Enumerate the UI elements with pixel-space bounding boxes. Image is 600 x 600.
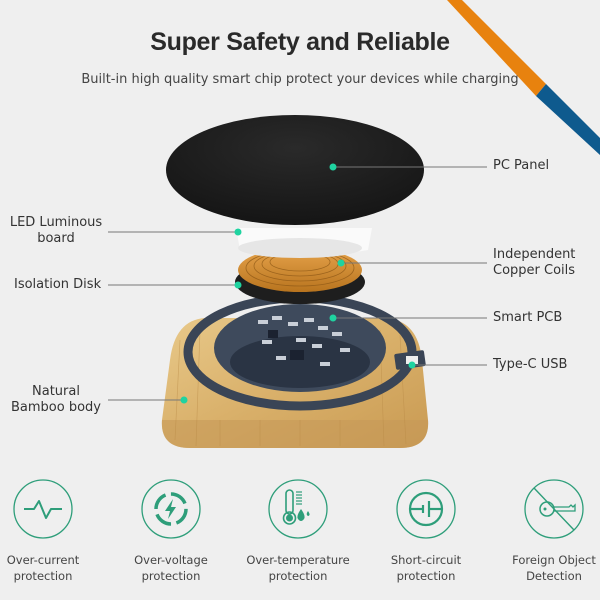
feature-line1: Over-temperature	[246, 553, 350, 567]
feature-line2: protection	[13, 569, 73, 583]
feature-line1: Foreign Object	[512, 553, 596, 567]
smart-pcb	[183, 293, 426, 411]
feature-line2: protection	[141, 569, 201, 583]
feature-line1: Over-voltage	[134, 553, 208, 567]
label-pc-panel: PC Panel	[493, 158, 550, 173]
thermometer-icon	[268, 479, 328, 539]
pc-panel-callout-dot	[329, 163, 337, 171]
isolation-disk-callout-dot	[234, 281, 242, 289]
label-smart-pcb: Smart PCB	[493, 310, 563, 325]
bamboo-callout-dot	[180, 396, 188, 404]
pc-panel	[166, 115, 424, 225]
label-bamboo-body: Natural Bamboo body	[6, 384, 106, 416]
label-copper-coils: Independent Copper Coils	[493, 247, 575, 279]
type-c-callout-dot	[408, 361, 416, 369]
label-bamboo-line2: Bamboo body	[11, 400, 101, 415]
feature-line1: Over-current	[6, 553, 80, 567]
no-key-icon	[524, 479, 584, 539]
label-copper-coils-line1: Independent	[493, 247, 576, 262]
page-title: Super Safety and Reliable	[150, 28, 450, 56]
feature-line2: Detection	[526, 569, 582, 583]
feature-line2: protection	[268, 569, 328, 583]
battery-circuit-icon	[396, 479, 456, 539]
feature-over-voltage: Over-voltage protection	[107, 478, 235, 584]
pulse-icon	[13, 479, 73, 539]
label-led-board: LED Luminous board	[6, 215, 106, 247]
feature-short-circuit: Short-circuit protection	[362, 478, 490, 584]
label-isolation-disk: Isolation Disk	[14, 277, 102, 292]
feature-over-current: Over-current protection	[0, 478, 107, 584]
copper-coils-callout-dot	[337, 259, 345, 267]
label-bamboo-line1: Natural	[32, 384, 80, 399]
label-led-board-line2: board	[37, 231, 75, 246]
feature-line2: protection	[396, 569, 456, 583]
exploded-charger-illustration	[108, 115, 487, 448]
feature-line1: Short-circuit	[390, 553, 462, 567]
feature-over-temperature: Over-temperature protection	[234, 478, 362, 584]
label-copper-coils-line2: Copper Coils	[493, 263, 576, 278]
page-subtitle: Built-in high quality smart chip protect…	[81, 72, 519, 87]
label-type-c-usb: Type-C USB	[493, 357, 568, 372]
led-board-callout-dot	[234, 228, 242, 236]
led-luminous-board	[236, 228, 372, 258]
features-row: Over-current protection Over-voltage pro…	[0, 478, 600, 600]
smart-pcb-callout-dot	[329, 314, 337, 322]
copper-coils	[235, 248, 365, 304]
lightning-icon	[141, 479, 201, 539]
label-led-board-line1: LED Luminous	[9, 215, 103, 230]
feature-foreign-object: Foreign Object Detection	[490, 478, 600, 584]
